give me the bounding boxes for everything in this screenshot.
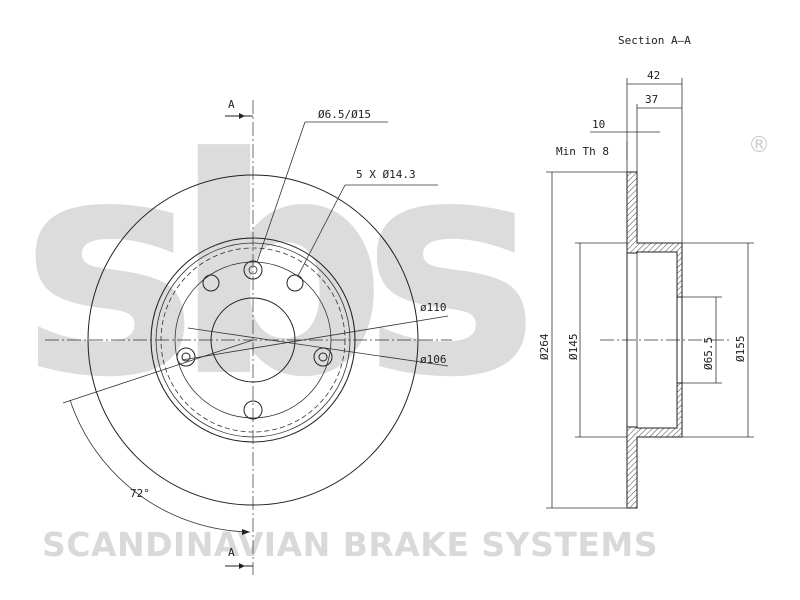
angle-arc (69, 399, 251, 533)
pcd-inner-label: ø106 (420, 353, 447, 366)
bolt-hole-upper-right (286, 274, 304, 292)
section-mark-bottom: A (228, 546, 235, 559)
width-total-label: 42 (647, 69, 660, 82)
bolt-holes (176, 260, 333, 420)
front-view: A A Ø6.5/Ø15 5 X Ø14.3 (45, 98, 452, 575)
hat-inner-hidden-edge (160, 247, 346, 433)
min-thickness-label: Min Th 8 (556, 145, 609, 158)
disc-thickness-label: 10 (592, 118, 605, 131)
hat-step-edge (155, 242, 351, 438)
bolt-hole-upper-left (202, 274, 220, 292)
diameter-155-label: Ø155 (734, 336, 747, 363)
bolt-holes-leader (297, 184, 346, 277)
company-name-watermark: SCANDINAVIAN BRAKE SYSTEMS (42, 525, 658, 564)
section-profile-upper (626, 171, 683, 298)
section-profile-lower (626, 382, 683, 509)
pcd-outer-label: ø110 (420, 301, 447, 314)
bolt-hole-left-inner (181, 352, 191, 362)
hole-label: Ø6.5/Ø15 (318, 108, 371, 121)
pcd-outer-line (181, 315, 449, 361)
bolt-hole-right-inner (318, 352, 328, 362)
section-arrow-top (239, 113, 245, 119)
bolt-hole-top (243, 260, 263, 280)
centre-bore-label: Ø65.5 (702, 337, 715, 370)
centre-bore (210, 297, 296, 383)
outer-diameter-label: Ø264 (538, 333, 551, 360)
section-view: Section A–A 42 37 10 Min Th 8 Ø264 Ø (538, 34, 754, 509)
bolt-hole-bottom (243, 400, 263, 420)
disc-outer-edge (87, 174, 419, 506)
angle-arrow (242, 529, 250, 535)
bolt-hole-left (176, 347, 196, 367)
diameter-145-label: Ø145 (567, 334, 580, 361)
bolt-holes-label: 5 X Ø14.3 (356, 168, 416, 181)
width-hat-label: 37 (645, 93, 658, 106)
pcd-inner-line (187, 327, 449, 367)
hole-leader (256, 121, 306, 263)
section-title: Section A–A (618, 34, 691, 47)
angle-ray (62, 339, 254, 404)
registered-mark: ® (748, 133, 770, 158)
section-arrow-bottom (239, 563, 245, 569)
sbs-logo: sbs (20, 94, 530, 443)
hat-outer-edge (150, 237, 356, 443)
bolt-hole-top-inner (248, 265, 258, 275)
section-mark-top: A (228, 98, 235, 111)
angle-label: 72° (130, 487, 150, 500)
bolt-circle-line (174, 261, 332, 419)
